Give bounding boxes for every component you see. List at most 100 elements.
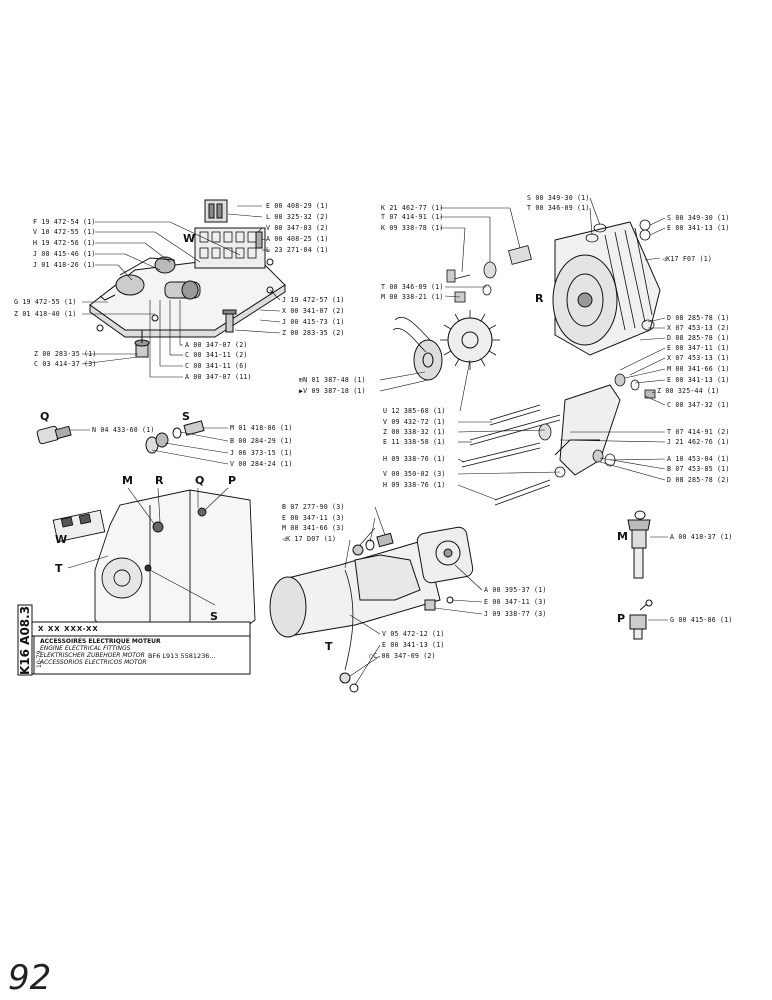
title-code-box: X XX XXX-XX	[38, 625, 99, 633]
callout: T 00 346-09 (1)	[527, 204, 590, 212]
callout: J 21 462-76 (1)	[667, 438, 730, 446]
q-s-parts	[36, 420, 229, 465]
callout: E 00 341-13 (1)	[667, 224, 730, 232]
callout: M 00 341-66 (3)	[282, 524, 345, 532]
callout: C 00 347-32 (1)	[667, 401, 730, 409]
callout: E 00 408-29 (1)	[266, 202, 329, 210]
callout: X 07 453-13 (2)	[667, 324, 730, 332]
callout: E 11 338-58 (1)	[383, 438, 446, 446]
callout: H 19 472-56 (1)	[33, 239, 96, 247]
engine-letter-w: W	[55, 533, 68, 546]
page-number: 92	[8, 958, 52, 998]
callout: V 00 347-03 (2)	[266, 224, 329, 232]
callout-ref: ◁K 17 D07 (1)	[282, 535, 337, 543]
callout-ref: ⊞N 01 387-48 (1)	[299, 376, 366, 384]
detail-letter-m: M	[617, 530, 628, 543]
callout: D 08 285-78 (1)	[667, 314, 730, 322]
callout: D 08 285-78 (2)	[667, 476, 730, 484]
title-block	[17, 604, 251, 676]
callout: F 19 472-54 (1)	[33, 218, 96, 226]
callout: G 00 415-06 (1)	[670, 616, 733, 624]
starter-letter-t: T	[325, 640, 333, 653]
callout: D 08 285-78 (1)	[667, 334, 730, 342]
callout: L 00 325-32 (2)	[266, 213, 329, 221]
callout: J 06 373-15 (1)	[230, 449, 293, 457]
callout: J 00 415-46 (1)	[33, 250, 96, 258]
callout: J 19 472-57 (1)	[282, 296, 345, 304]
m-p-detail	[627, 510, 668, 640]
callout: H 09 338-76 (1)	[383, 455, 446, 463]
callout: Z 00 283-35 (2)	[282, 329, 345, 337]
callout: G 19 472-55 (1)	[14, 298, 77, 306]
title-line-de: ELEKTRISCHER ZUBEHOER MOTOR	[40, 652, 145, 659]
engine-letter-m: M	[122, 474, 133, 487]
callout: E 00 341-13 (1)	[667, 376, 730, 384]
callout-ref: ○C 00 347-09 (2)	[369, 652, 436, 660]
callout: E 00 347-11 (3)	[282, 514, 345, 522]
callout: A 00 347-07 (11)	[185, 373, 252, 381]
callout: C 00 341-11 (2)	[185, 351, 248, 359]
callout: B 07 453-85 (1)	[667, 465, 730, 473]
callout: V 10 472-55 (1)	[33, 228, 96, 236]
callout: U 12 385-68 (1)	[383, 407, 446, 415]
leaders-starter	[344, 506, 483, 686]
callout: B 07 277-90 (3)	[282, 503, 345, 511]
engine-letter-s: S	[210, 610, 218, 623]
callout: B 00 284-29 (1)	[230, 437, 293, 445]
title-date: 10-79	[36, 650, 43, 668]
callout: T 00 346-09 (1)	[381, 283, 444, 291]
callout: A 00 347-07 (2)	[185, 341, 248, 349]
view-letter-s: S	[182, 410, 190, 423]
callout: T 07 414-91 (2)	[667, 428, 730, 436]
callout: Z 01 418-40 (1)	[14, 310, 77, 318]
callout: A 00 395-37 (1)	[484, 586, 547, 594]
engine-letter-r: R	[155, 474, 164, 487]
view-letter-r: R	[535, 292, 544, 305]
callout: C 00 341-11 (6)	[185, 362, 248, 370]
callout: X 07 453-13 (1)	[667, 354, 730, 362]
callout-ref: ▶V 09 387-18 (1)	[299, 387, 366, 395]
alternator-assembly	[392, 219, 661, 506]
view-letter-w: W	[183, 232, 196, 245]
callout: J 01 418-26 (1)	[33, 261, 96, 269]
title-line-es: ACCESSORIOS ELECTRICOS MOTOR	[40, 659, 147, 666]
callout: E 00 347-11 (3)	[484, 598, 547, 606]
junction-plate-assembly	[89, 199, 286, 358]
callout: A 00 408-25 (1)	[266, 235, 329, 243]
callout: K 21 462-77 (1)	[381, 204, 444, 212]
callout: M 00 338-21 (1)	[381, 293, 444, 301]
callout: E 00 347-11 (1)	[667, 344, 730, 352]
callout: J 00 415-73 (1)	[282, 318, 345, 326]
callout: S 00 349-30 (1)	[667, 214, 730, 222]
callout: H 09 338-76 (1)	[383, 481, 446, 489]
callout: M 01 418-06 (1)	[230, 424, 293, 432]
engine-letter-q: Q	[195, 474, 205, 487]
engine-letter-t: T	[55, 562, 63, 575]
view-letter-q: Q	[40, 410, 50, 423]
detail-letter-p: P	[617, 612, 626, 625]
callout: L 23 271-04 (1)	[266, 246, 329, 254]
callout: T 07 414-91 (1)	[381, 213, 444, 221]
title-line-fr: ACCESSOIRES ELECTRIQUE MOTEUR	[40, 638, 161, 645]
callout: S 00 349-30 (1)	[527, 194, 590, 202]
callout: Z 00 283-35 (1)	[34, 350, 97, 358]
callout: Z 00 325-44 (1)	[657, 387, 720, 395]
callout: M 00 341-66 (1)	[667, 365, 730, 373]
callout: V 09 432-72 (1)	[383, 418, 446, 426]
callout: X 00 341-07 (2)	[282, 307, 345, 315]
engine-letter-p: P	[228, 474, 237, 487]
callout: Z 00 338-32 (1)	[383, 428, 446, 436]
callout: N 04 433-60 (1)	[92, 426, 155, 434]
callout: E 00 341-13 (1)	[382, 641, 445, 649]
callout: V 00 350-02 (3)	[383, 470, 446, 478]
callout: A 00 418-37 (1)	[670, 533, 733, 541]
callout-ref: ◁K17 F07 (1)	[662, 255, 713, 263]
callout: C 03 414-37 (3)	[34, 360, 97, 368]
title-model: BF6 L913 5581236...	[148, 652, 216, 660]
leaders-top-left	[81, 205, 281, 378]
leaders-alternator	[379, 197, 666, 501]
callout: V 05 472-12 (1)	[382, 630, 445, 638]
callout: A 10 453-04 (1)	[667, 455, 730, 463]
callout: V 00 284-24 (1)	[230, 460, 293, 468]
